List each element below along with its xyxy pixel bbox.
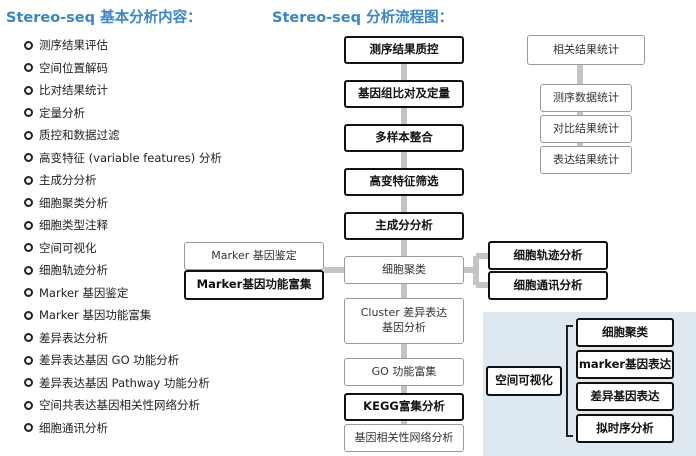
- flow-step-integrate: 多样本整合: [344, 124, 464, 152]
- list-item: 细胞轨迹分析: [24, 259, 222, 282]
- spatial-bracket: [566, 325, 573, 437]
- spatial-item-box: 差异基因表达: [576, 382, 674, 411]
- marker-enrich-box: Marker基因功能富集: [184, 270, 324, 300]
- list-item: Marker 基因鉴定: [24, 282, 222, 305]
- list-item: 比对结果统计: [24, 79, 222, 102]
- bullet-icon: [24, 63, 33, 73]
- flow-step-kegg: KEGG富集分析: [344, 393, 464, 421]
- bullet-icon: [24, 153, 33, 163]
- bullet-icon: [24, 400, 33, 410]
- bullet-icon: [24, 265, 33, 275]
- bullet-icon: [24, 310, 33, 320]
- spatial-item-box: marker基因表达: [576, 350, 674, 379]
- trajectory-box: 细胞轨迹分析: [488, 241, 608, 270]
- list-item: 主成分分析: [24, 169, 222, 192]
- stats-item-box: 测序数据统计: [540, 84, 632, 112]
- spatial-item-box: 拟时序分析: [576, 414, 674, 443]
- bullet-icon: [24, 108, 33, 118]
- bullet-icon: [24, 130, 33, 140]
- bullet-icon: [24, 423, 33, 433]
- list-item: 空间可视化: [24, 237, 222, 260]
- bullet-icon: [24, 175, 33, 185]
- list-item: 定量分析: [24, 102, 222, 125]
- list-item: 测序结果评估: [24, 34, 222, 57]
- flow-step-go: GO 功能富集: [344, 358, 464, 386]
- list-item: 高变特征 (variable features) 分析: [24, 147, 222, 170]
- bullet-icon: [24, 355, 33, 365]
- flow-step-deg: Cluster 差异表达 基因分析: [344, 298, 464, 344]
- bullet-icon: [24, 40, 33, 50]
- list-item: 细胞聚类分析: [24, 192, 222, 215]
- marker-identify-box: Marker 基因鉴定: [184, 242, 324, 270]
- list-item: 差异表达基因 Pathway 功能分析: [24, 372, 222, 395]
- list-item: 差异表达基因 GO 功能分析: [24, 349, 222, 372]
- right-title: Stereo-seq 分析流程图：: [272, 10, 454, 26]
- list-item: 空间位置解码: [24, 57, 222, 80]
- list-item: 细胞通讯分析: [24, 417, 222, 440]
- flow-step-cluster: 细胞聚类: [344, 256, 464, 284]
- list-item: 空间共表达基因相关性网络分析: [24, 394, 222, 417]
- flow-step-align: 基因组比对及定量: [344, 80, 464, 108]
- list-item: 差异表达分析: [24, 327, 222, 350]
- communication-box: 细胞通讯分析: [488, 271, 608, 300]
- bullet-icon: [24, 378, 33, 388]
- list-item: 质控和数据过滤: [24, 124, 222, 147]
- flow-step-hvg: 高变特征筛选: [344, 168, 464, 196]
- flow-step-qc: 测序结果质控: [344, 36, 464, 64]
- flow-step-network: 基因相关性网络分析: [344, 424, 464, 452]
- stats-item-box: 对比结果统计: [540, 115, 632, 143]
- bullet-icon: [24, 220, 33, 230]
- bullet-icon: [24, 85, 33, 95]
- bullet-icon: [24, 288, 33, 298]
- analysis-content-list: 测序结果评估 空间位置解码 比对结果统计 定量分析 质控和数据过滤 高变特征 (…: [24, 34, 222, 439]
- bullet-icon: [24, 333, 33, 343]
- flow-step-pca: 主成分分析: [344, 212, 464, 240]
- left-title: Stereo-seq 基本分析内容：: [6, 10, 202, 26]
- stats-header-box: 相关结果统计: [527, 35, 645, 65]
- bullet-icon: [24, 198, 33, 208]
- stats-item-box: 表达结果统计: [540, 146, 632, 174]
- list-item: Marker 基因功能富集: [24, 304, 222, 327]
- list-item: 细胞类型注释: [24, 214, 222, 237]
- spatial-main-box: 空间可视化: [486, 366, 562, 396]
- spatial-item-box: 细胞聚类: [576, 318, 674, 347]
- bullet-icon: [24, 243, 33, 253]
